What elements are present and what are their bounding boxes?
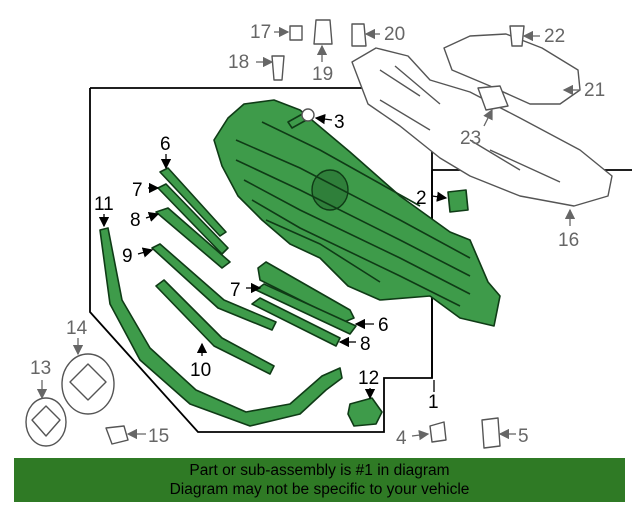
trim-strip-11[interactable] [99,227,343,427]
callout-22: 22 [544,26,565,47]
callout-6b: 6 [378,315,389,336]
callout-12: 12 [358,368,379,389]
footer-line-1: Part or sub-assembly is #1 in diagram [189,462,450,479]
footer-banner: Part or sub-assembly is #1 in diagram Di… [14,458,625,502]
callout-10: 10 [190,360,211,381]
clip-5 [481,417,501,449]
bracket-23 [477,85,509,111]
molding-7-lower-right[interactable] [257,261,355,323]
leader-4 [411,429,430,441]
callout-14: 14 [66,318,88,339]
leader-8a [145,211,160,222]
part-12-emblem-cover[interactable] [347,397,383,427]
callout-19: 19 [312,64,333,85]
part-3-bolt-head [301,108,315,122]
callout-20: 20 [384,24,405,45]
callout-2: 2 [416,188,427,209]
grille-body[interactable] [213,99,501,327]
callout-11: 11 [94,194,114,215]
callout-9: 9 [122,246,133,267]
footer-line-2: Diagram may not be specific to your vehi… [169,481,470,498]
callout-17: 17 [250,22,271,43]
deflector-ribs [379,65,561,183]
leader-23 [483,108,493,127]
bolt-18 [271,55,285,81]
leader-9 [137,247,154,258]
callout-21: 21 [584,80,605,101]
clip-4 [429,421,447,443]
callout-15: 15 [148,426,169,447]
callout-4: 4 [396,428,407,449]
callout-18: 18 [228,52,249,73]
molding-9[interactable] [151,243,277,331]
callout-7b: 7 [230,280,241,301]
clip-19 [313,19,333,45]
screw-17 [289,25,303,41]
callout-5: 5 [518,426,529,447]
callout-3: 3 [334,112,345,133]
molding-10[interactable] [155,279,275,375]
molding-7-upper-left[interactable] [157,183,229,255]
callout-8b: 8 [360,334,371,355]
callout-23: 23 [460,128,481,149]
molding-6-upper-left[interactable] [159,167,227,237]
emblem-14-wing [69,363,107,401]
callout-1: 1 [428,392,439,413]
callout-7a: 7 [132,180,143,201]
emblem-13-wing [31,405,61,437]
leader-2 [431,191,448,202]
clip-20 [351,23,367,47]
callout-16: 16 [558,230,579,251]
leader-3 [314,113,333,125]
part-2-clip[interactable] [447,189,469,213]
callout-6a: 6 [160,134,171,155]
callout-8a: 8 [130,210,141,231]
clip-15 [105,425,129,445]
deflector-shield [351,47,613,207]
grille-slats [235,121,471,307]
clip-22 [509,25,525,47]
molding-8-upper-left[interactable] [155,207,231,269]
callout-13: 13 [30,358,51,379]
